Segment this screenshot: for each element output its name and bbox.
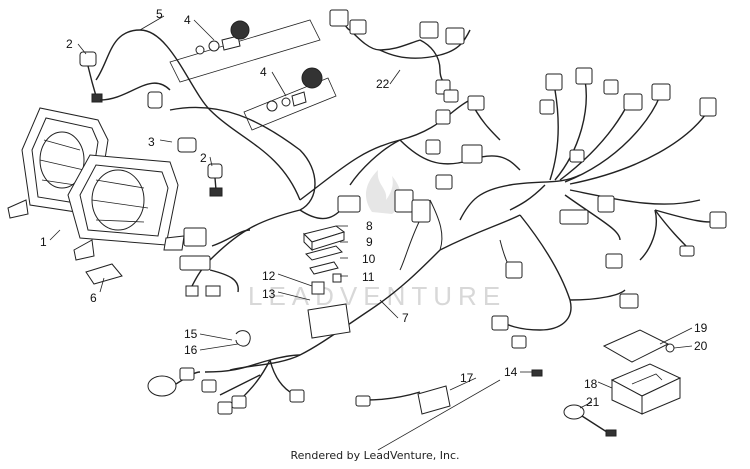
lens-cover-6 — [85, 263, 123, 285]
clamp-16 — [235, 330, 251, 347]
control-module-18 — [610, 363, 682, 415]
callout-20: 20 — [694, 339, 708, 353]
relay-12 — [311, 281, 325, 295]
callout-2-lower: 2 — [200, 151, 207, 165]
callout-1: 1 — [40, 235, 47, 249]
callout-12: 12 — [262, 269, 276, 283]
callout-3: 3 — [148, 135, 155, 149]
main-harness-7 — [169, 99, 626, 371]
fuse-block-13 — [307, 303, 351, 339]
bracket-19 — [602, 329, 670, 363]
bulb-socket-upper — [79, 51, 103, 103]
clip-14 — [531, 369, 543, 377]
callout-22: 22 — [376, 77, 390, 91]
fuse-11 — [332, 273, 342, 283]
callout-4-upper: 4 — [184, 13, 191, 27]
adjuster-upper — [169, 19, 321, 83]
callout-11: 11 — [362, 270, 375, 284]
fuse-seal-9 — [305, 245, 343, 261]
callout-2-upper: 2 — [66, 37, 73, 51]
flame-icon — [365, 170, 401, 214]
watermark-text: LEADVENTURE — [248, 281, 506, 311]
fuse-cover-8 — [303, 225, 346, 252]
harness-22 — [329, 9, 471, 103]
callout-4-lower: 4 — [260, 65, 267, 79]
callout-8: 8 — [366, 219, 373, 233]
headlight-right — [67, 154, 185, 261]
callout-7: 7 — [402, 311, 409, 325]
callout-15: 15 — [184, 327, 198, 341]
leadventure-watermark: LEADVENTURE — [248, 170, 506, 311]
center-connectors — [394, 95, 639, 349]
callout-13: 13 — [262, 287, 276, 301]
front-connectors — [179, 195, 361, 297]
screw-20 — [665, 343, 675, 353]
callout-labels: 1 2 2 3 4 4 5 6 7 8 9 10 11 12 13 14 15 … — [40, 7, 708, 409]
bulb-3 — [147, 91, 197, 153]
adjuster-lower — [243, 67, 337, 131]
leader-lines — [49, 15, 693, 451]
headlight-harness-5 — [95, 29, 301, 201]
callout-19: 19 — [694, 321, 708, 335]
mounting-pad-17 — [355, 385, 451, 415]
callout-14: 14 — [504, 365, 518, 379]
key-21 — [563, 404, 617, 437]
callout-16: 16 — [184, 343, 198, 357]
callout-10: 10 — [362, 252, 376, 266]
rendered-by-footer: Rendered by LeadVenture, Inc. — [290, 449, 460, 462]
callout-18: 18 — [584, 377, 598, 391]
right-harness-cluster — [509, 67, 727, 269]
fuse-holder-10 — [309, 261, 339, 275]
callout-9: 9 — [366, 235, 373, 249]
switch-harness — [147, 330, 305, 415]
bulb-socket-lower — [207, 163, 223, 197]
callout-5: 5 — [156, 7, 163, 21]
callout-6: 6 — [90, 291, 97, 305]
callout-17: 17 — [460, 371, 474, 385]
callout-21: 21 — [586, 395, 600, 409]
